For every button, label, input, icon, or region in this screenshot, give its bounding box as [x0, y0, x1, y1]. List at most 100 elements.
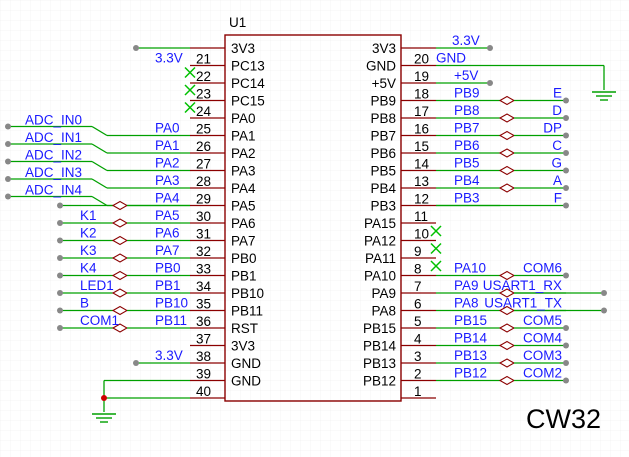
net-label: PB13 [454, 348, 487, 363]
wire-terminal[interactable] [563, 325, 569, 331]
wire-terminal[interactable] [5, 193, 11, 200]
right-pin-number: 8 [414, 262, 422, 277]
net-label: 3.3V [155, 348, 183, 363]
wire-terminal[interactable] [563, 185, 569, 191]
wire-terminal[interactable] [133, 45, 139, 51]
wire-terminal[interactable] [57, 307, 63, 314]
net-label: PB3 [454, 191, 480, 206]
left-pin-number: 21 [196, 52, 211, 67]
net-label: PB1 [155, 278, 181, 293]
left-pin-number: 27 [196, 157, 211, 172]
wire-terminal[interactable] [563, 272, 569, 279]
right-pin-name: 3V3 [372, 41, 396, 56]
net-label: COM4 [523, 331, 562, 346]
wire-terminal[interactable] [487, 80, 493, 86]
net-label: ADC_IN4 [25, 183, 83, 198]
net-label: PB5 [454, 156, 480, 171]
net-label: DP [543, 121, 562, 136]
net-label: PB10 [155, 296, 188, 311]
left-pin-name: RST [231, 321, 258, 336]
net-label: ADC_IN2 [25, 148, 82, 163]
wire-terminal[interactable] [57, 290, 63, 296]
left-pin-name: PB11 [231, 304, 263, 319]
left-pin-name-top: 3V3 [231, 41, 255, 56]
right-pin-number: 17 [414, 104, 429, 119]
net-label: PA10 [454, 261, 486, 276]
wire-terminal[interactable] [563, 132, 569, 139]
net-label: PA4 [155, 191, 180, 206]
right-pin-name: PA15 [364, 216, 396, 231]
wire-terminal[interactable] [563, 97, 569, 104]
wire-terminal[interactable] [601, 307, 607, 314]
right-pin-number: 14 [414, 157, 430, 172]
no-connect-mark [184, 84, 196, 96]
left-pin-name: PA6 [231, 216, 256, 231]
wire-terminal[interactable] [5, 176, 11, 182]
net-label: USART1_RX [483, 278, 562, 293]
wire-terminal[interactable] [5, 158, 11, 165]
net-label: ADC_IN0 [25, 113, 82, 128]
wire-terminal[interactable] [57, 272, 63, 279]
wire-terminal[interactable] [563, 202, 569, 209]
right-pin-name: PB5 [370, 164, 396, 179]
net-label: PB7 [454, 121, 480, 136]
net-label: PB6 [454, 138, 480, 153]
wire [91, 160, 108, 172]
no-connect-mark [184, 66, 196, 79]
wire [91, 143, 108, 154]
right-pin-number: 15 [414, 139, 429, 154]
wire-terminal[interactable] [57, 325, 63, 331]
right-pin-name: PA11 [365, 251, 396, 266]
net-label: PA1 [155, 138, 180, 153]
wire-terminal[interactable] [563, 167, 569, 174]
chip-body[interactable] [224, 34, 402, 402]
net-label: A [553, 173, 562, 188]
net-label: COM5 [523, 313, 562, 328]
wire-terminal[interactable] [601, 290, 607, 296]
wire-terminal[interactable] [563, 360, 569, 366]
left-pin-number: 24 [196, 104, 212, 119]
wire-terminal[interactable] [563, 115, 569, 121]
right-pin-number: 10 [414, 227, 429, 242]
right-pin-number: 13 [414, 174, 429, 189]
right-pin-number: 16 [414, 122, 429, 137]
wire-terminal[interactable] [133, 360, 139, 366]
right-pin-number: 5 [414, 314, 422, 329]
left-pin-name: 3V3 [231, 339, 255, 354]
net-label: +5V [454, 68, 478, 83]
right-pin-number: 6 [414, 297, 422, 312]
right-pin-name: PB4 [370, 181, 396, 196]
right-pin-name: PA8 [371, 304, 396, 319]
net-label: COM6 [523, 261, 562, 276]
left-pin-name: GND [231, 374, 261, 389]
wires [5, 45, 607, 412]
right-pin-number: 4 [414, 332, 422, 347]
right-pin-name: PB15 [363, 321, 396, 336]
net-label: B [80, 296, 89, 311]
net-label: K4 [80, 261, 97, 276]
power-symbols [92, 91, 616, 423]
wire-terminal[interactable] [5, 123, 11, 130]
wire-terminal[interactable] [5, 141, 11, 147]
no-connect-mark [184, 101, 196, 114]
wire-terminal[interactable] [57, 220, 63, 226]
left-pin-number: 26 [196, 139, 211, 154]
left-pin-name: PC14 [231, 76, 265, 91]
net-label: PA9 [454, 278, 479, 293]
left-pin-number: 29 [196, 192, 211, 207]
wire-terminal[interactable] [57, 255, 63, 261]
wire-terminal[interactable] [563, 377, 569, 384]
left-pin-number: 30 [196, 209, 211, 224]
net-label: PA6 [155, 226, 180, 241]
wire-terminal[interactable] [57, 202, 63, 209]
wire [91, 125, 108, 137]
wire-terminal[interactable] [487, 45, 493, 51]
net-label: C [552, 138, 562, 153]
wire-terminal[interactable] [57, 237, 63, 244]
right-pin-name: PB14 [363, 339, 397, 354]
wire-terminal[interactable] [563, 150, 569, 156]
right-pin-name: PB8 [370, 111, 396, 126]
wire-terminal[interactable] [563, 342, 569, 349]
